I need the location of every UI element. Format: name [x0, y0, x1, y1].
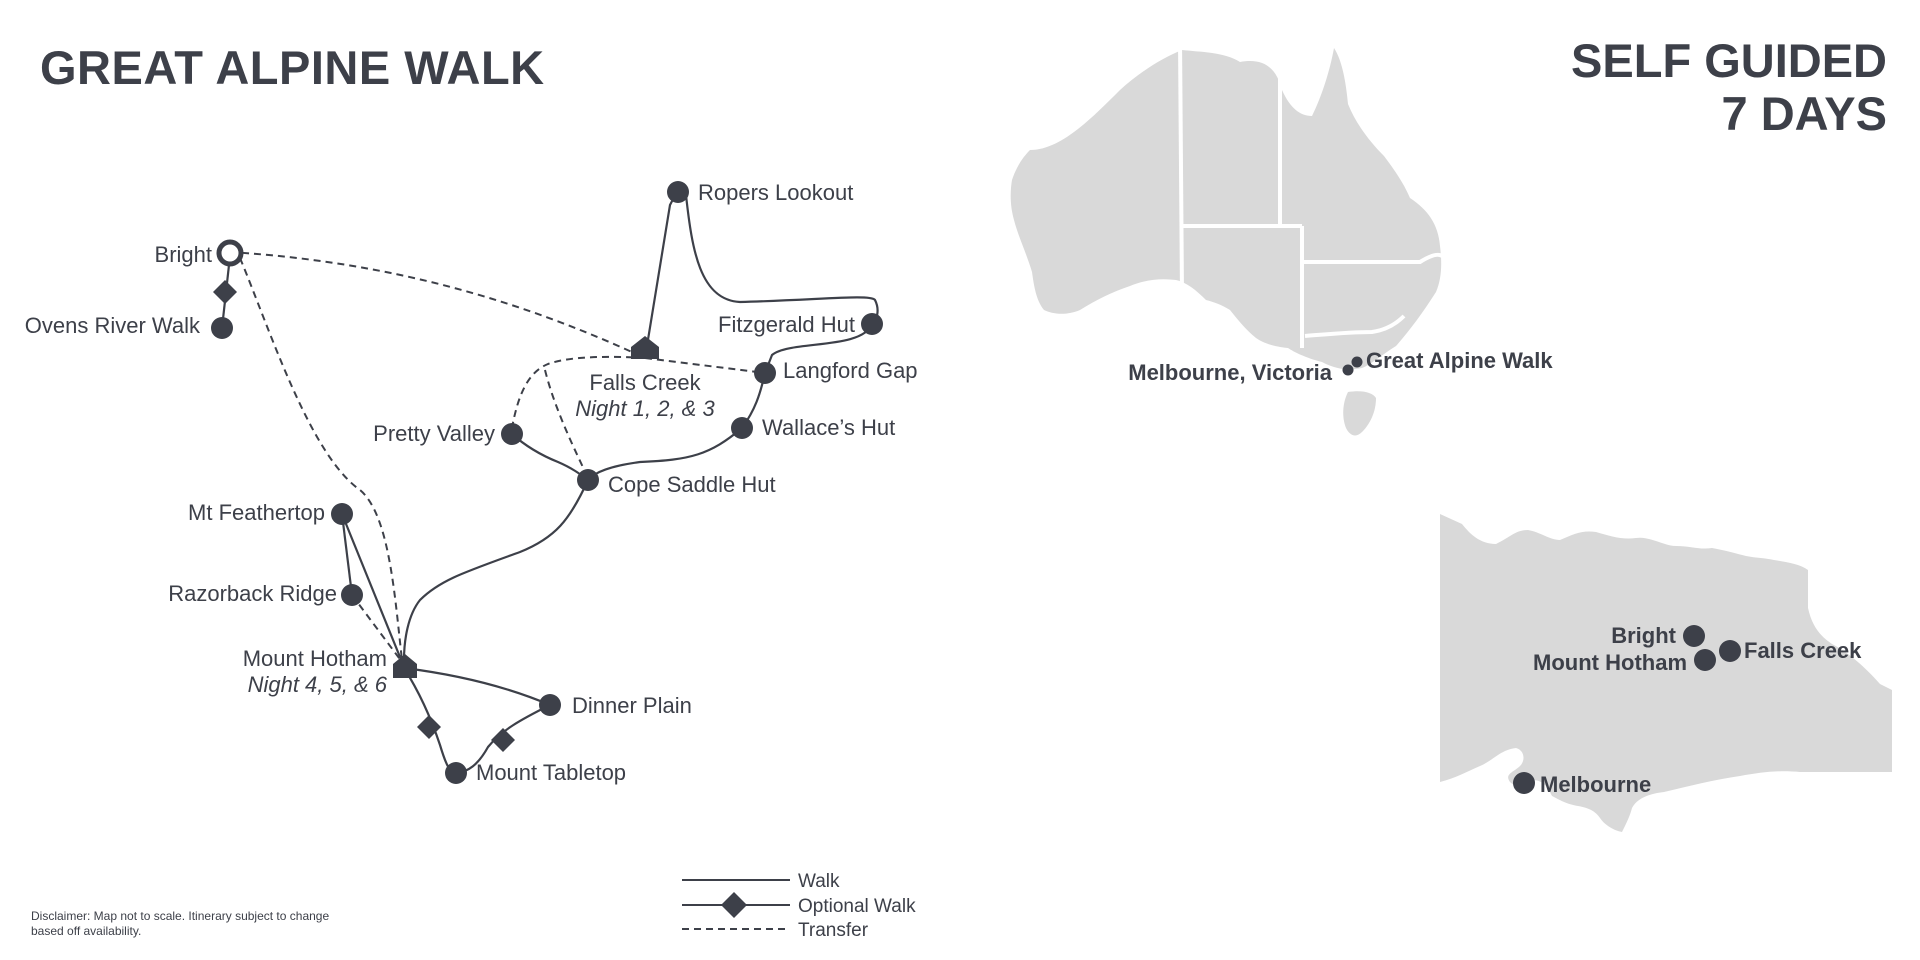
legend-walk-label: Walk — [798, 871, 840, 892]
house-icon-mount-hotham — [393, 654, 417, 678]
walk-feathertop-hotham-east — [340, 513, 404, 663]
walk-falls-creek-ropers — [643, 192, 687, 359]
label-falls-creek-nights: Night 1, 2, & 3 — [575, 396, 715, 421]
stop-marker-ovens-river-walk — [211, 317, 233, 339]
label-langford-gap: Langford Gap — [783, 358, 918, 383]
disclaimer-text: Disclaimer: Map not to scale. Itinerary … — [31, 909, 330, 938]
transfer-falls-creek-langford — [644, 357, 766, 374]
label-great-alpine-walk: Great Alpine Walk — [1366, 348, 1553, 373]
victoria-inset-map: Bright Mount Hotham Falls Creek Melbourn… — [1440, 514, 1892, 832]
stop-marker-fitzgerald-hut — [861, 313, 883, 335]
label-ropers-lookout: Ropers Lookout — [698, 180, 853, 205]
walk-hotham-dinner-plain — [403, 666, 551, 707]
label-cope-saddle-hut: Cope Saddle Hut — [608, 472, 776, 497]
route-labels: Bright Ovens River Walk Ropers Lookout F… — [25, 180, 918, 785]
stop-marker-langford-gap — [754, 362, 776, 384]
label-fitzgerald-hut: Fitzgerald Hut — [718, 312, 855, 337]
stop-marker-ropers-lookout — [667, 181, 689, 203]
route-map: Bright Ovens River Walk Ropers Lookout F… — [25, 180, 918, 785]
legend-optional-walk-label: Optional Walk — [798, 896, 916, 917]
label-vic-melbourne: Melbourne — [1540, 772, 1651, 797]
transfer-bright-mount-hotham — [239, 257, 403, 661]
house-icon-falls-creek — [631, 336, 659, 359]
stop-marker-pretty-valley — [501, 423, 523, 445]
label-pretty-valley: Pretty Valley — [373, 421, 495, 446]
location-dot-great-alpine-walk — [1351, 356, 1363, 368]
walk-ropers-fitzgerald — [684, 194, 879, 325]
australia-inset-map: Melbourne, Victoria Great Alpine Walk — [1010, 39, 1553, 436]
location-dot-bright — [1683, 625, 1705, 647]
transfer-razorback-hotham — [351, 594, 403, 663]
stop-marker-wallaces-hut — [731, 417, 753, 439]
label-mount-tabletop: Mount Tabletop — [476, 760, 626, 785]
label-falls-creek: Falls Creek — [589, 370, 701, 395]
label-mt-feathertop: Mt Feathertop — [188, 500, 325, 525]
accommodation-markers — [393, 336, 659, 678]
australia-mainland — [1010, 48, 1442, 370]
stop-marker-bright — [216, 239, 244, 267]
state-borders — [1178, 39, 1444, 348]
tasmania — [1343, 391, 1376, 436]
label-vic-mount-hotham: Mount Hotham — [1533, 650, 1687, 675]
label-razorback-ridge: Razorback Ridge — [168, 581, 337, 606]
walk-cope-saddle-hotham — [402, 479, 590, 661]
location-dot-falls-creek — [1719, 640, 1741, 662]
tagline-duration: 7 DAYS — [1721, 87, 1887, 140]
label-mount-hotham: Mount Hotham — [243, 646, 387, 671]
walk-wallaces-cope-saddle — [587, 427, 743, 481]
optional-walk-marker-ovens — [213, 280, 237, 304]
page-title: GREAT ALPINE WALK — [40, 41, 545, 94]
location-dot-mount-hotham — [1694, 649, 1716, 671]
walk-feathertop-razorback — [340, 513, 354, 596]
optional-walk-markers — [213, 280, 515, 752]
optional-walk-marker-hotham-tabletop — [417, 715, 441, 739]
location-dot-melbourne — [1513, 772, 1535, 794]
location-dot-melbourne — [1342, 364, 1354, 376]
label-ovens-river-walk: Ovens River Walk — [25, 313, 201, 338]
label-dinner-plain: Dinner Plain — [572, 693, 692, 718]
trip-tagline: SELF GUIDED 7 DAYS — [1571, 34, 1887, 140]
victoria-state — [1440, 514, 1892, 832]
transfer-falls-creek-cope-saddle — [544, 369, 589, 479]
stop-marker-dinner-plain — [539, 694, 561, 716]
label-vic-falls-creek: Falls Creek — [1744, 638, 1862, 663]
stop-marker-razorback-ridge — [341, 584, 363, 606]
transfer-bright-falls-creek — [229, 251, 646, 359]
optional-walk-marker-dinner-plain-tabletop — [491, 728, 515, 752]
label-vic-bright: Bright — [1611, 623, 1676, 648]
transfer-falls-creek-pretty-valley — [511, 355, 646, 429]
stop-marker-cope-saddle-hut — [577, 469, 599, 491]
label-mount-hotham-nights: Night 4, 5, & 6 — [248, 672, 388, 697]
stop-marker-mount-tabletop — [445, 762, 467, 784]
stop-marker-mt-feathertop — [331, 503, 353, 525]
walk-lines — [220, 192, 879, 775]
transfer-lines — [229, 251, 766, 663]
walk-dinner-plain-tabletop — [455, 704, 551, 775]
label-bright: Bright — [155, 242, 212, 267]
map-legend: Walk Optional Walk Transfer — [682, 871, 916, 941]
legend-transfer-label: Transfer — [798, 920, 869, 941]
label-wallaces-hut: Wallace’s Hut — [762, 415, 895, 440]
route-stops — [211, 181, 883, 784]
label-melbourne-victoria: Melbourne, Victoria — [1128, 360, 1333, 385]
legend-optional-walk-diamond — [721, 892, 747, 918]
tagline-self-guided: SELF GUIDED — [1571, 34, 1887, 87]
walk-pretty-valley-cope-saddle — [511, 433, 589, 481]
